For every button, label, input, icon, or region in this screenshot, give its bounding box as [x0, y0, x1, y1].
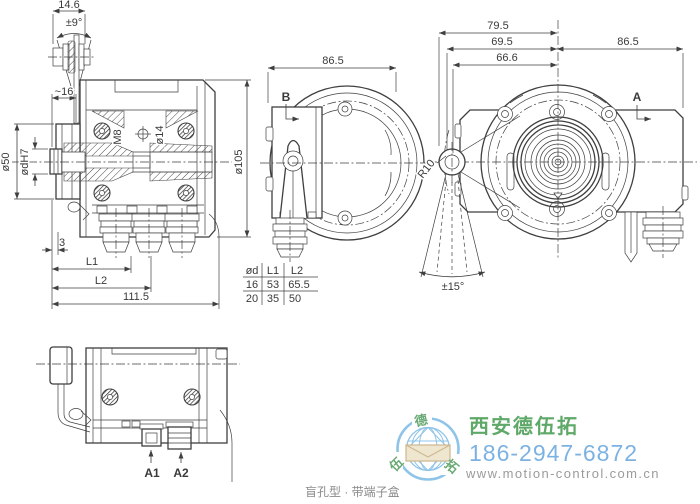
- dim-flange-dia: ø50: [0, 153, 12, 172]
- hollow-shaft-section: [12, 142, 232, 182]
- table-cell: 20: [246, 293, 258, 305]
- connector-a2: [165, 421, 194, 450]
- dim-w3: 66.6: [496, 52, 517, 64]
- dim-w1: 79.5: [487, 20, 508, 32]
- watermark-company: 西安德伍拓: [469, 414, 579, 438]
- connector-a1: [139, 423, 164, 447]
- dim-l1: L1: [86, 256, 98, 268]
- table-cell: 35: [267, 293, 279, 305]
- dim-pin-swing: ±9°: [66, 17, 83, 29]
- globe-logo-icon: 德 伍 拓: [384, 408, 462, 481]
- clamp-screw-icon: [93, 122, 195, 202]
- cable-gland: [98, 208, 134, 258]
- dim-shaft-bore: ødH7: [19, 149, 31, 176]
- cable-exit: [219, 409, 233, 482]
- cable-gland: [164, 208, 200, 258]
- pin-clip: [67, 201, 90, 221]
- swing-range: [418, 173, 486, 278]
- size-table: ød L1 L2 16 53 65.5 20 35 50: [243, 263, 318, 305]
- table-cell: 65.5: [288, 279, 309, 291]
- dim-screw-size: M8: [112, 129, 124, 144]
- cable-exit: [208, 213, 220, 238]
- table-cell: 53: [267, 279, 279, 291]
- dim-depth-a: 86.5: [617, 36, 638, 48]
- watermark-website: www.motion-control.com.cn: [465, 466, 660, 481]
- cable-gland: [642, 206, 684, 258]
- watermark-phone: 186-2947-6872: [469, 440, 638, 466]
- pin-clip: [68, 408, 92, 427]
- view-a-front: 79.5 69.5 66.6 86.5 A R10 ±15°: [414, 20, 697, 295]
- connector-label-a2: A2: [173, 466, 189, 480]
- torque-arm: [436, 115, 521, 209]
- dim-body-dia: ø105: [233, 149, 245, 174]
- dim-arm-swing: ±15°: [442, 281, 465, 293]
- connector-label-a1: A1: [144, 466, 160, 480]
- cable-gland: [131, 208, 167, 258]
- dimension-lines-side: [14, 8, 251, 309]
- view-side-section: 14.6 ±9° ~16 ø50 ødH7 M8 ø14 ø105 3 L1 L…: [0, 0, 251, 309]
- cable-gland: [272, 210, 308, 262]
- dim-total-length: 111.5: [123, 291, 149, 303]
- torque-pin: [48, 32, 95, 124]
- table-header-l1: L1: [267, 265, 279, 277]
- dim-depth-b: 86.5: [322, 55, 343, 67]
- watermark: 德 伍 拓 西安德伍拓 186-2947-6872 www.motion-con…: [384, 408, 660, 481]
- view-label-b: B: [282, 90, 291, 104]
- dim-bore-dia: ø14: [154, 126, 166, 145]
- logo-char-1: 德: [413, 412, 429, 429]
- table-header-l2: L2: [291, 265, 303, 277]
- dimension-lines-a: [438, 30, 684, 153]
- dim-gap: 3: [59, 237, 65, 249]
- dimension-lines-b: [267, 65, 397, 122]
- table-header-od: ød: [246, 265, 259, 277]
- view-bottom: A1 A2: [36, 346, 240, 482]
- view-label-a: A: [633, 90, 642, 104]
- dim-w2: 69.5: [491, 36, 512, 48]
- shaft-boss: [49, 346, 73, 385]
- flange-bolt-icon: [497, 104, 617, 221]
- center-hole-icon: [135, 126, 151, 142]
- table-cell: 50: [289, 293, 301, 305]
- drawing-caption: 盲孔型 · 带端子盒: [305, 484, 400, 499]
- view-b-side: 86.5 B: [260, 55, 430, 262]
- dim-clamp-depth: ~16: [55, 86, 74, 98]
- dim-pin-width: 14.6: [58, 0, 79, 11]
- table-cell: 16: [246, 279, 258, 291]
- dim-l2: L2: [95, 275, 107, 287]
